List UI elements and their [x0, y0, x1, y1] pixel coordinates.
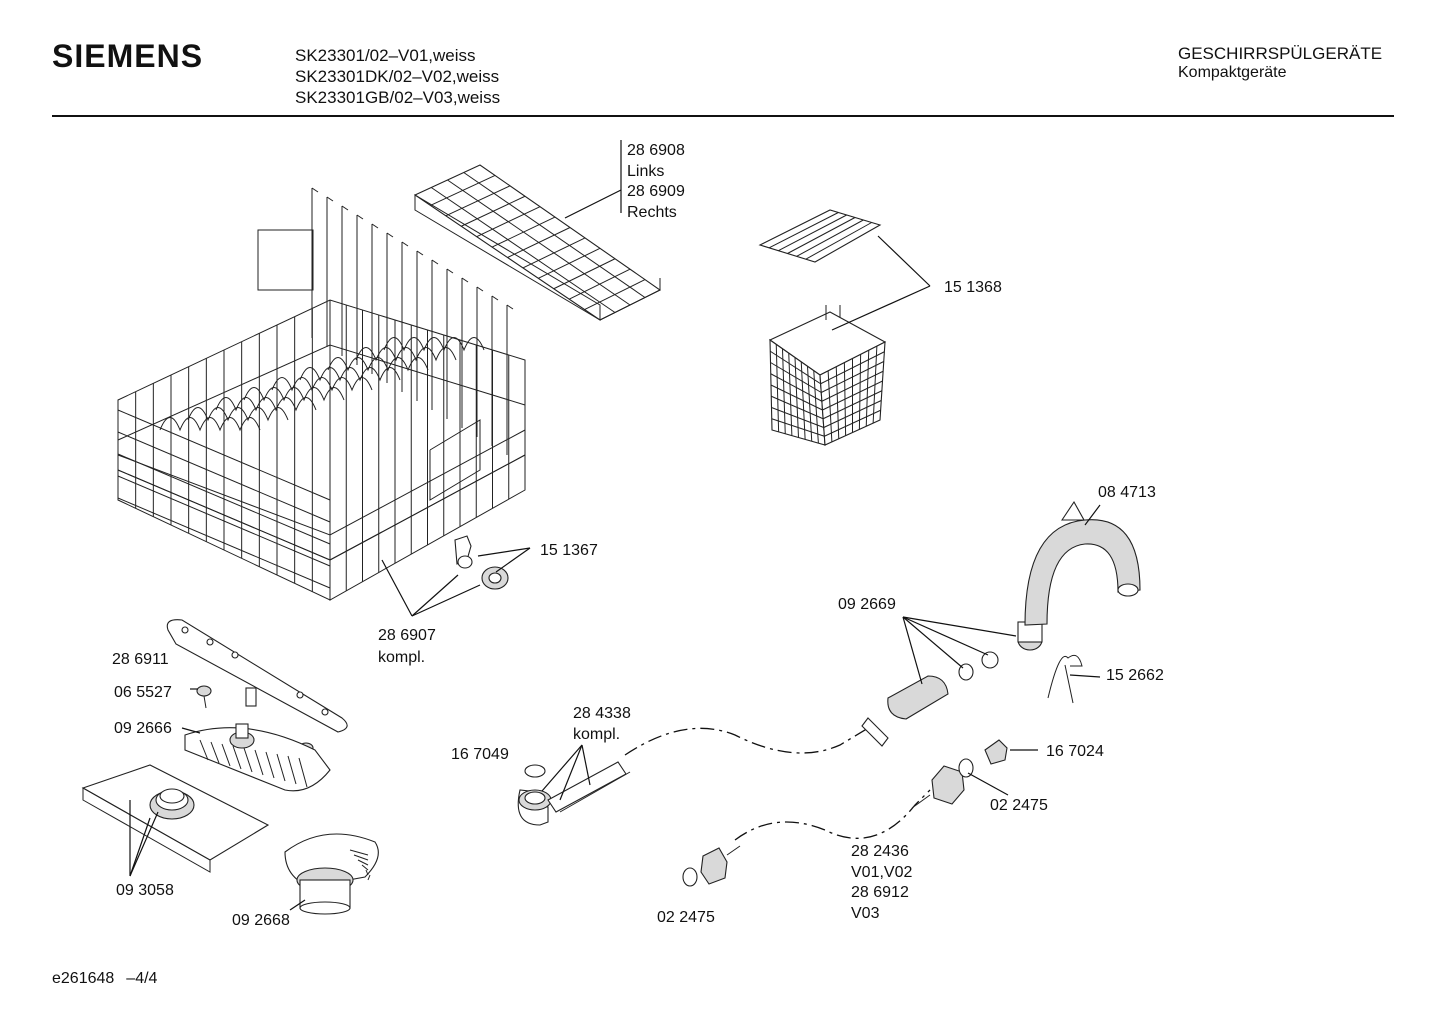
- model-v02: SK23301DK/02–V02,weiss: [295, 67, 500, 86]
- callout-084713: 08 4713: [1098, 484, 1156, 501]
- callout-152662: 15 2662: [1106, 667, 1164, 684]
- callout-kompl-rack: kompl.: [378, 649, 425, 666]
- category-title: GESCHIRRSPÜLGERÄTE: [1178, 44, 1383, 63]
- category-subtitle: Kompaktgeräte: [1178, 64, 1287, 81]
- callout-282436: 28 2436: [851, 843, 909, 860]
- model-list: SK23301/02–V01,weiss SK23301DK/02–V02,we…: [295, 45, 500, 108]
- hose-sleeve-drawing: [861, 621, 1043, 747]
- model-v03: SK23301GB/02–V03,weiss: [295, 88, 501, 107]
- callout-rechts: Rechts: [627, 204, 677, 221]
- callout-286911: 28 6911: [112, 651, 169, 668]
- cutlery-basket-drawing: [758, 209, 887, 446]
- callout-093058: 09 3058: [116, 882, 174, 899]
- spray-arm-drawing: [166, 619, 348, 733]
- page-indicator: –4/4: [126, 970, 158, 987]
- callout-151368: 15 1368: [944, 279, 1002, 296]
- callout-167049: 16 7049: [451, 746, 509, 763]
- fine-filter-drawing: [284, 833, 379, 915]
- rack-wheel-drawing: [454, 535, 509, 590]
- category-block: GESCHIRRSPÜLGERÄTE Kompaktgeräte: [1178, 44, 1382, 82]
- callout-286908: 28 6908: [627, 142, 685, 159]
- hose-path-upper: [624, 726, 871, 756]
- callout-kompl-hose: kompl.: [573, 726, 620, 743]
- lower-nut-drawing: [682, 845, 741, 887]
- hose-fitting-drawing: [911, 739, 1008, 809]
- callout-v01-v02: V01,V02: [851, 864, 912, 881]
- brand-logo: SIEMENS: [52, 38, 204, 74]
- drain-elbow-drawing: [517, 761, 631, 826]
- model-v01: SK23301/02–V01,weiss: [295, 46, 476, 65]
- hose-bracket-drawing: [1024, 500, 1141, 626]
- callout-167024: 16 7024: [1046, 743, 1104, 760]
- document-code: e261648: [52, 970, 115, 987]
- callout-151367: 15 1367: [540, 542, 598, 559]
- callout-284338: 28 4338: [573, 705, 631, 722]
- callout-v03: V03: [851, 905, 880, 922]
- spring-clip-drawing: [1047, 654, 1083, 704]
- callout-links: Links: [627, 163, 664, 180]
- callout-286907: 28 6907: [378, 627, 436, 644]
- footer: e261648 –4/4: [52, 970, 157, 988]
- callout-092669: 09 2669: [838, 596, 896, 613]
- callout-286909: 28 6909: [627, 183, 685, 200]
- hose-path-lower: [734, 789, 931, 841]
- callout-022475-upper: 02 2475: [990, 797, 1048, 814]
- filter-cover-drawing: [184, 723, 331, 792]
- flat-filter-drawing: [81, 764, 270, 873]
- callout-022475-lower: 02 2475: [657, 909, 715, 926]
- callout-286912: 28 6912: [851, 884, 909, 901]
- callout-092668: 09 2668: [232, 912, 290, 929]
- callout-092666: 09 2666: [114, 720, 172, 737]
- leader-lines: [129, 140, 1101, 911]
- callout-065527: 06 5527: [114, 684, 172, 701]
- dish-rack-drawing: [117, 187, 526, 601]
- header-rule: [52, 115, 1394, 117]
- cup-shelf-drawing: [413, 164, 662, 321]
